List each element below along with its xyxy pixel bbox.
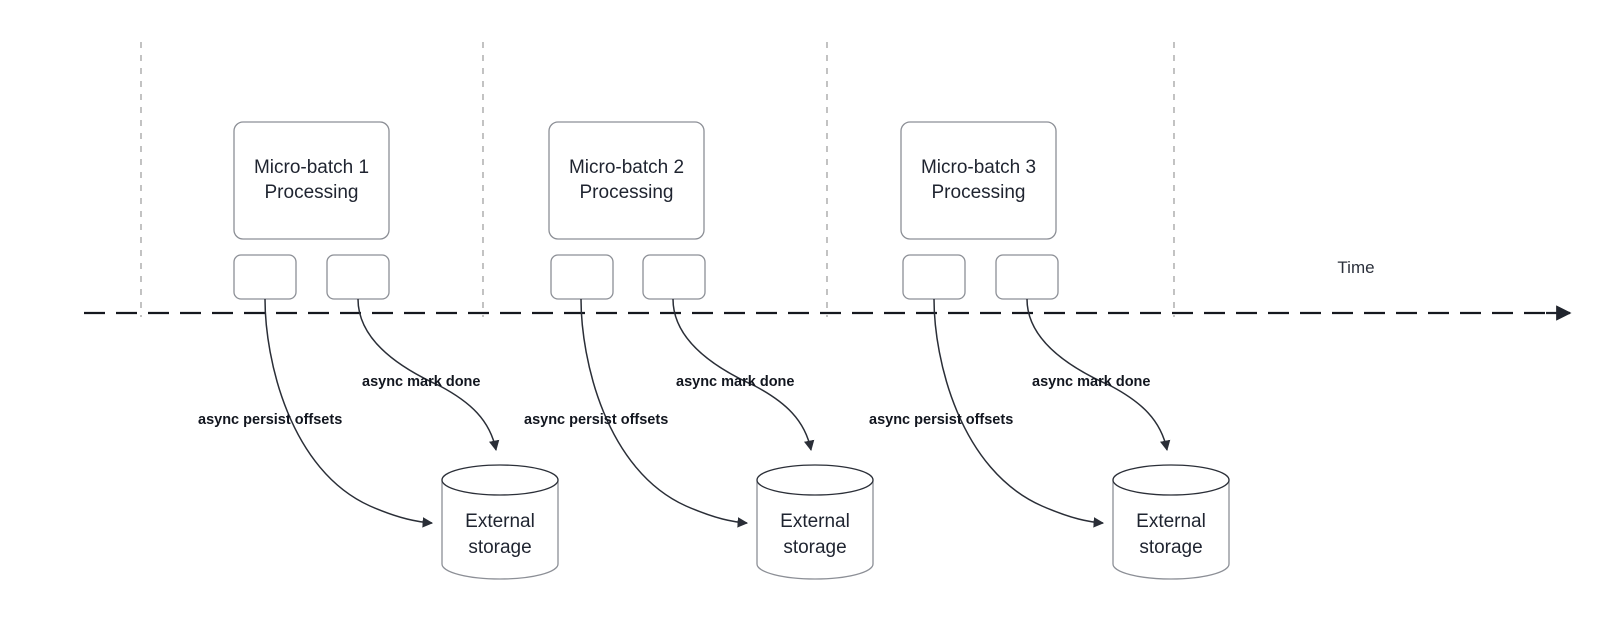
- micro-batch-1-box[interactable]: [233, 121, 390, 240]
- micro-batch-3-label-line1: Micro-batch 3: [921, 157, 1036, 178]
- external-storage-2-label-line2: storage: [783, 537, 846, 558]
- external-storage-2-body: [756, 479, 874, 580]
- micro-batch-2-label-line2: Processing: [580, 182, 674, 203]
- task-box-3b[interactable]: [995, 254, 1059, 300]
- micro-batch-1-label-line1: Micro-batch 1: [254, 157, 369, 178]
- external-storage-1-label-line1: External: [465, 511, 535, 532]
- task-box-3a[interactable]: [902, 254, 966, 300]
- edge-persist-offsets-2: [580, 298, 749, 528]
- external-storage-1-label-line2: storage: [468, 537, 531, 558]
- external-storage-1[interactable]: External storage: [441, 464, 559, 580]
- batch-group-3: Micro-batch 3 Processing External storag…: [869, 121, 1230, 580]
- external-storage-3-label-line1: External: [1136, 511, 1206, 532]
- external-storage-2[interactable]: External storage: [756, 464, 874, 580]
- task-box-1a[interactable]: [233, 254, 297, 300]
- external-storage-3-label-line2: storage: [1139, 537, 1202, 558]
- time-axis-label: Time: [1337, 258, 1374, 277]
- edge-mark-done-1: [357, 298, 500, 452]
- micro-batch-2-box[interactable]: [548, 121, 705, 240]
- external-storage-3-top: [1112, 464, 1230, 496]
- micro-batch-3-box[interactable]: [900, 121, 1057, 240]
- edge-persist-offsets-1: [264, 298, 434, 528]
- micro-batch-1-label-line2: Processing: [265, 182, 359, 203]
- external-storage-1-body: [441, 479, 559, 580]
- edge-label-persist-offsets-2: async persist offsets: [524, 412, 668, 428]
- edge-mark-done-2: [672, 298, 815, 452]
- task-box-2b[interactable]: [642, 254, 706, 300]
- edge-label-mark-done-1: async mark done: [362, 374, 480, 390]
- batch-group-1: Micro-batch 1 Processing External storag…: [198, 121, 559, 580]
- time-axis: Time: [84, 258, 1572, 321]
- external-storage-3-body: [1112, 479, 1230, 580]
- external-storage-2-top: [756, 464, 874, 496]
- micro-batch-3-label-line2: Processing: [932, 182, 1026, 203]
- edge-label-mark-done-2: async mark done: [676, 374, 794, 390]
- edge-label-mark-done-3: async mark done: [1032, 374, 1150, 390]
- edge-label-persist-offsets-1: async persist offsets: [198, 412, 342, 428]
- external-storage-1-top: [441, 464, 559, 496]
- edge-persist-offsets-3: [933, 298, 1105, 528]
- edge-label-persist-offsets-3: async persist offsets: [869, 412, 1013, 428]
- micro-batch-2-label-line1: Micro-batch 2: [569, 157, 684, 178]
- task-box-2a[interactable]: [550, 254, 614, 300]
- edge-mark-done-3: [1026, 298, 1171, 452]
- task-box-1b[interactable]: [326, 254, 390, 300]
- batch-group-2: Micro-batch 2 Processing External storag…: [524, 121, 874, 580]
- external-storage-3[interactable]: External storage: [1112, 464, 1230, 580]
- external-storage-2-label-line1: External: [780, 511, 850, 532]
